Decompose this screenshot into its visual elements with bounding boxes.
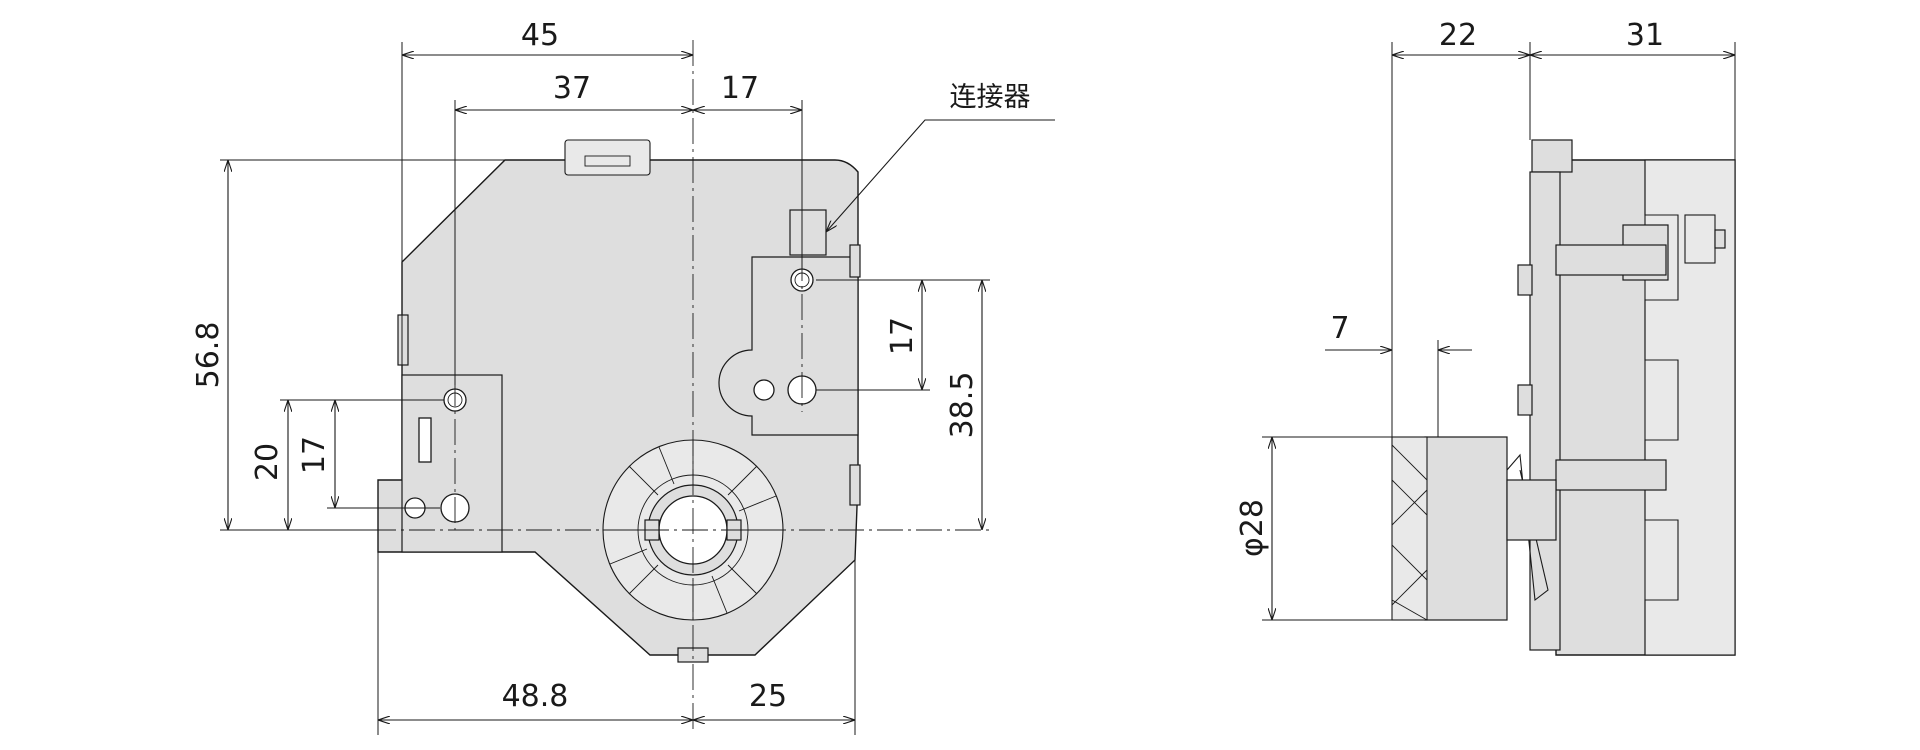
side-spring [1506, 453, 1549, 602]
left-bracket-slot [418, 417, 432, 463]
side-mounting-plate [1529, 171, 1561, 651]
dim-hole-offset: 37 [553, 71, 591, 106]
dim-right-hole-spacing: 17 [885, 317, 920, 355]
side-connector-tip [1714, 229, 1726, 249]
side-gear-hatch [1391, 444, 1428, 621]
side-pin-top [1517, 264, 1533, 296]
dim-connector-offset: 17 [721, 71, 759, 106]
dim-left-hole-height: 20 [250, 443, 285, 481]
side-view: 22 31 7 φ28 [1235, 18, 1736, 656]
side-arm-bottom [1555, 459, 1667, 491]
clip-right-bottom [849, 464, 861, 506]
side-arm-top [1555, 244, 1667, 276]
top-tab-slot [584, 155, 631, 167]
connector-label: 连接器 [950, 82, 1031, 113]
dim-bottom-right: 25 [749, 679, 787, 714]
side-shaft [1506, 479, 1557, 541]
hole-right-bottom-small [753, 379, 775, 401]
dim-right-hole-height: 38.5 [945, 372, 980, 439]
front-view: 45 37 17 56.8 20 17 17 38.5 48.8 25 连接器 [191, 18, 1055, 735]
dim-top-width: 45 [521, 18, 559, 53]
dim-left-hole-spacing: 17 [297, 436, 332, 474]
side-gear-body [1424, 436, 1508, 621]
clip-left [397, 314, 409, 366]
connector-leader [826, 119, 1055, 232]
clip-right-top [849, 244, 861, 278]
side-body-steps [1644, 160, 1679, 655]
dim-left-width: 22 [1439, 18, 1477, 53]
dim-bottom-left: 48.8 [502, 679, 569, 714]
side-pin-middle [1517, 384, 1533, 416]
side-gear-teeth [1391, 436, 1428, 621]
dim-shaft-length: 7 [1330, 311, 1349, 346]
side-top-cap [1531, 139, 1573, 173]
dim-right-width: 31 [1626, 18, 1664, 53]
connector [789, 209, 827, 256]
front-extension-lines [220, 42, 990, 735]
dim-gear-diameter: φ28 [1235, 499, 1270, 557]
dim-overall-height: 56.8 [191, 322, 226, 389]
side-connector-pin [1684, 214, 1716, 264]
top-tab [564, 139, 651, 176]
